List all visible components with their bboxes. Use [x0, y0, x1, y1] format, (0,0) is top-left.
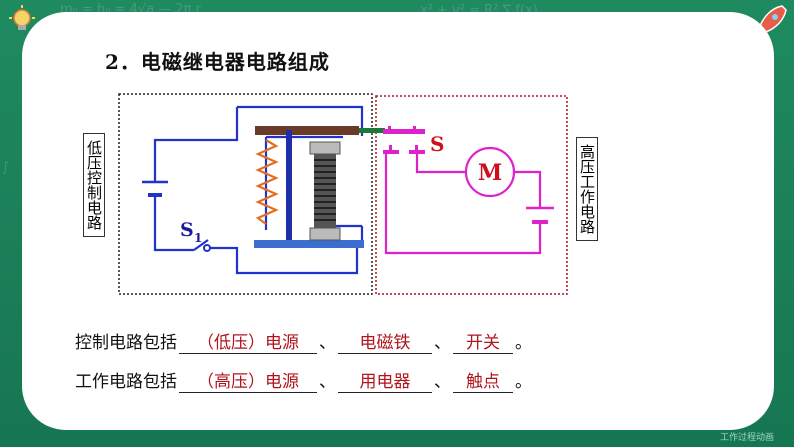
high-voltage-region-box [375, 95, 568, 295]
separator: 、 [319, 372, 336, 392]
chalk-formula-decoration: ∫ [2, 160, 9, 175]
answer-blank: （高压）电源 [179, 367, 317, 393]
contact-switch-s-icon [383, 126, 425, 154]
switch-s1-subscript: 1 [194, 231, 202, 245]
high-voltage-battery-icon [526, 206, 554, 224]
animation-link[interactable]: 工作过程动画 [719, 433, 774, 443]
sentence-prefix: 工作电路包括 [75, 372, 177, 392]
answer-blank: 触点 [453, 367, 513, 393]
switch-s1-label: S [180, 219, 194, 241]
low-voltage-battery-icon [142, 180, 168, 197]
relay-base [254, 240, 364, 248]
working-circuit-sentence: 工作电路包括（高压）电源、用电器、触点。 [75, 367, 532, 393]
switch-s1-icon [193, 239, 211, 252]
working-circuit-wire [384, 154, 542, 255]
answer-blank: 电磁铁 [338, 328, 432, 354]
iron-post [286, 130, 292, 240]
low-voltage-label: 低压控制电路 [83, 133, 105, 237]
page-title: 2．电磁继电器电路组成 [105, 50, 330, 74]
separator: 、 [434, 372, 451, 392]
switch-s-label: S [430, 132, 444, 156]
control-circuit-sentence: 控制电路包括（低压）电源、电磁铁、开关。 [75, 328, 532, 354]
answer-blank: （低压）电源 [179, 328, 317, 354]
spring-icon [255, 139, 279, 225]
motor-icon [464, 146, 516, 198]
sentence-end: 。 [515, 333, 532, 353]
separator: 、 [319, 333, 336, 353]
sentence-prefix: 控制电路包括 [75, 333, 177, 353]
motor-label: M [478, 160, 502, 186]
electromagnet-coil-icon [309, 141, 341, 241]
lightbulb-icon [9, 5, 35, 30]
answer-blank: 用电器 [338, 367, 432, 393]
low-voltage-region-box [118, 93, 373, 295]
content-card [22, 12, 774, 430]
armature-bar [255, 126, 359, 135]
answer-blank: 开关 [453, 328, 513, 354]
separator: 、 [434, 333, 451, 353]
sentence-end: 。 [515, 372, 532, 392]
high-voltage-label: 高压工作电路 [576, 137, 598, 241]
armature-contact-arm [359, 128, 385, 133]
